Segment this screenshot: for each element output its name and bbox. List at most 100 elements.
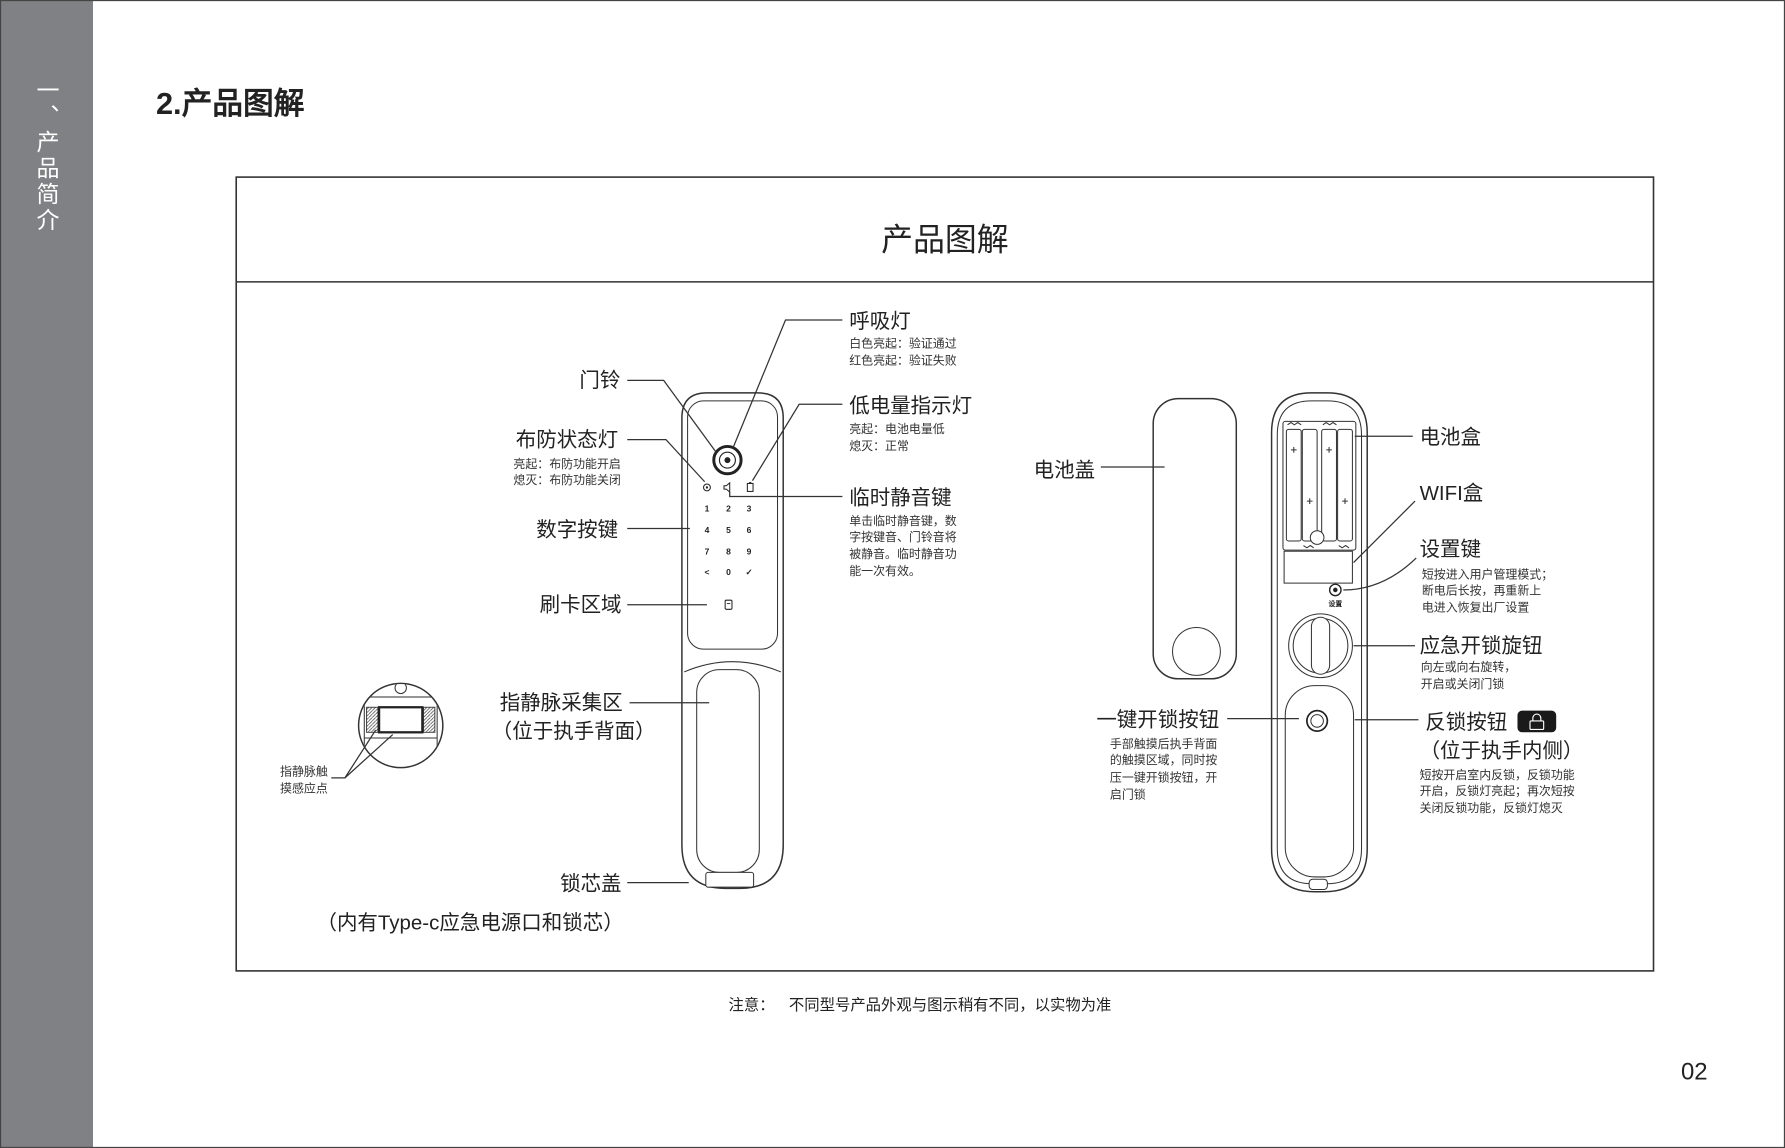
arming-icon-ring (703, 483, 711, 492)
label-battery-cover: 电池盖 (1034, 459, 1095, 482)
figure-box: 产品图解 (235, 176, 1655, 972)
label-cylinder-cover: 锁芯盖 (560, 873, 621, 896)
section-heading: 2.产品图解 (156, 86, 305, 121)
desc-settings-key-1: 短按进入用户管理模式； (1422, 567, 1553, 582)
leader-line-low-battery-light (751, 403, 843, 481)
back-lock-inner-outline (1276, 400, 1363, 885)
detail-handle-outline (363, 696, 438, 767)
desc-arming-light-2: 熄灭：布防功能关闭 (513, 472, 620, 487)
desc-breathing-light-1: 白色亮起：验证通过 (849, 335, 956, 350)
settings-button-caption: 设置 (1329, 599, 1343, 608)
sublabel-anti-lock: （位于执手内侧） (1420, 739, 1584, 762)
low-battery-icon (746, 482, 754, 492)
key-9: 9 (747, 547, 752, 557)
desc-arming-light-1: 亮起：布防功能开启 (513, 456, 620, 471)
desc-emergency-knob-2: 开启或关闭门锁 (1421, 676, 1505, 691)
desc-mute-key-1: 单击临时静音键，数 (849, 513, 956, 528)
desc-settings-key-3: 电进入恢复出厂设置 (1422, 601, 1529, 615)
battery-icon-cap (749, 482, 752, 484)
label-breathing-light: 呼吸灯 (849, 310, 910, 333)
anti-lock-badge (1517, 710, 1557, 733)
label-arming-light: 布防状态灯 (516, 428, 618, 451)
label-low-battery-light: 低电量指示灯 (849, 394, 972, 417)
padlock-body (1529, 720, 1545, 731)
desc-emergency-knob-1: 向左或向右旋转， (1421, 659, 1516, 674)
key-2: 2 (726, 503, 731, 513)
battery-box (1282, 420, 1357, 551)
detail-content (359, 684, 443, 767)
leader-line-breathing-light (732, 319, 843, 448)
desc-anti-lock-3: 关闭反锁功能，反锁灯熄灭 (1420, 800, 1563, 815)
key-3: 3 (747, 503, 752, 513)
emergency-knob (1288, 613, 1353, 679)
back-bottom-tab (1308, 878, 1328, 890)
label-settings-key: 设置键 (1420, 538, 1481, 561)
desc-low-battery-light-1: 亮起：电池电量低 (849, 421, 945, 436)
front-view-lock: 1 2 3 4 5 6 7 8 9 < 0 ✓ (681, 392, 784, 890)
battery-polarity-marks (1290, 447, 1348, 504)
label-card-area: 刷卡区域 (540, 594, 622, 617)
desc-touch-point-1: 指静脉触 (280, 764, 328, 779)
back-handle-inner (1284, 685, 1355, 878)
front-handle-top-edge (683, 661, 782, 673)
one-touch-unlock-button (1306, 709, 1329, 733)
battery-contact (1309, 530, 1325, 545)
leader-line-arming-light (627, 438, 706, 483)
desc-one-touch-unlock-2: 的触摸区域，同时按 (1110, 752, 1217, 767)
number-keypad: 1 2 3 4 5 6 7 8 9 < 0 ✓ (704, 503, 752, 577)
key-5: 5 (726, 525, 731, 535)
desc-mute-key-2: 字按键音、门铃音将 (849, 529, 956, 544)
label-emergency-knob: 应急开锁旋钮 (1420, 635, 1543, 658)
label-one-touch-unlock: 一键开锁按钮 (1096, 709, 1219, 732)
doorbell-button (718, 451, 736, 469)
leader-line-touch-point-b (344, 734, 394, 779)
note-label: 注意： (729, 995, 775, 1014)
center-labels: 呼吸灯 白色亮起：验证通过 红色亮起：验证失败 低电量指示灯 亮起：电池电量低 … (849, 310, 1219, 801)
battery-cover-plate (1152, 397, 1238, 680)
desc-one-touch-unlock-1: 手部触摸后执手背面 (1110, 736, 1217, 751)
label-wifi-box: WIFI盒 (1420, 482, 1484, 505)
card-reader-icon (724, 599, 733, 610)
one-touch-unlock-button-inner (1310, 714, 1324, 728)
battery-cover (1152, 397, 1238, 680)
leader-line-wifi-box (1353, 500, 1416, 564)
battery-springs (1287, 421, 1350, 549)
detail-hatch-right (423, 706, 436, 733)
leader-line-settings-key (1343, 557, 1417, 591)
finger-vein-detail (357, 682, 444, 769)
padlock-icon (1529, 713, 1545, 731)
wifi-box (1283, 550, 1353, 584)
leader-line-doorbell (627, 379, 717, 453)
key-6: 6 (747, 525, 752, 535)
desc-one-touch-unlock-4: 启门锁 (1110, 786, 1146, 801)
leader-lines (331, 319, 1419, 884)
battery-cell-2 (1301, 428, 1318, 542)
sublabel-cylinder-cover: （内有Type-c应急电源口和锁芯） (316, 911, 623, 934)
key-7: 7 (705, 547, 710, 557)
knob-thumb-turn (1310, 616, 1331, 675)
desc-settings-key-2: 断电后长按，再重新上 (1422, 582, 1541, 597)
label-doorbell: 门铃 (579, 369, 620, 392)
battery-cell-3 (1321, 428, 1337, 542)
sublabel-finger-vein: （位于执手背面） (492, 720, 656, 743)
desc-breathing-light-2: 红色亮起：验证失败 (849, 352, 956, 367)
back-view-lock: 设置 (1270, 392, 1368, 893)
desc-low-battery-light-2: 熄灭：正常 (849, 439, 909, 453)
padlock-shackle (1532, 713, 1542, 721)
leader-line-mute-key (729, 492, 843, 498)
chapter-tab-label: 一、产品简介 (33, 78, 59, 234)
desc-mute-key-3: 被静音。临时静音功 (849, 546, 956, 561)
card-icon-body (724, 599, 733, 610)
front-view-labels: 门铃 布防状态灯 亮起：布防功能开启 熄灭：布防功能关闭 数字按键 刷卡区域 指… (280, 369, 656, 934)
desc-one-touch-unlock-3: 压一键开锁按钮，开 (1110, 769, 1217, 784)
label-number-keys: 数字按键 (536, 518, 618, 541)
desc-touch-point-2: 摸感应点 (280, 781, 328, 796)
lock-cylinder-cover (705, 871, 755, 888)
front-keypad-panel (687, 400, 779, 650)
battery-cell-1 (1285, 428, 1302, 542)
label-finger-vein: 指静脉采集区 (500, 692, 623, 715)
desc-mute-key-4: 能一次有效。 (849, 563, 921, 578)
key-4: 4 (705, 525, 710, 535)
